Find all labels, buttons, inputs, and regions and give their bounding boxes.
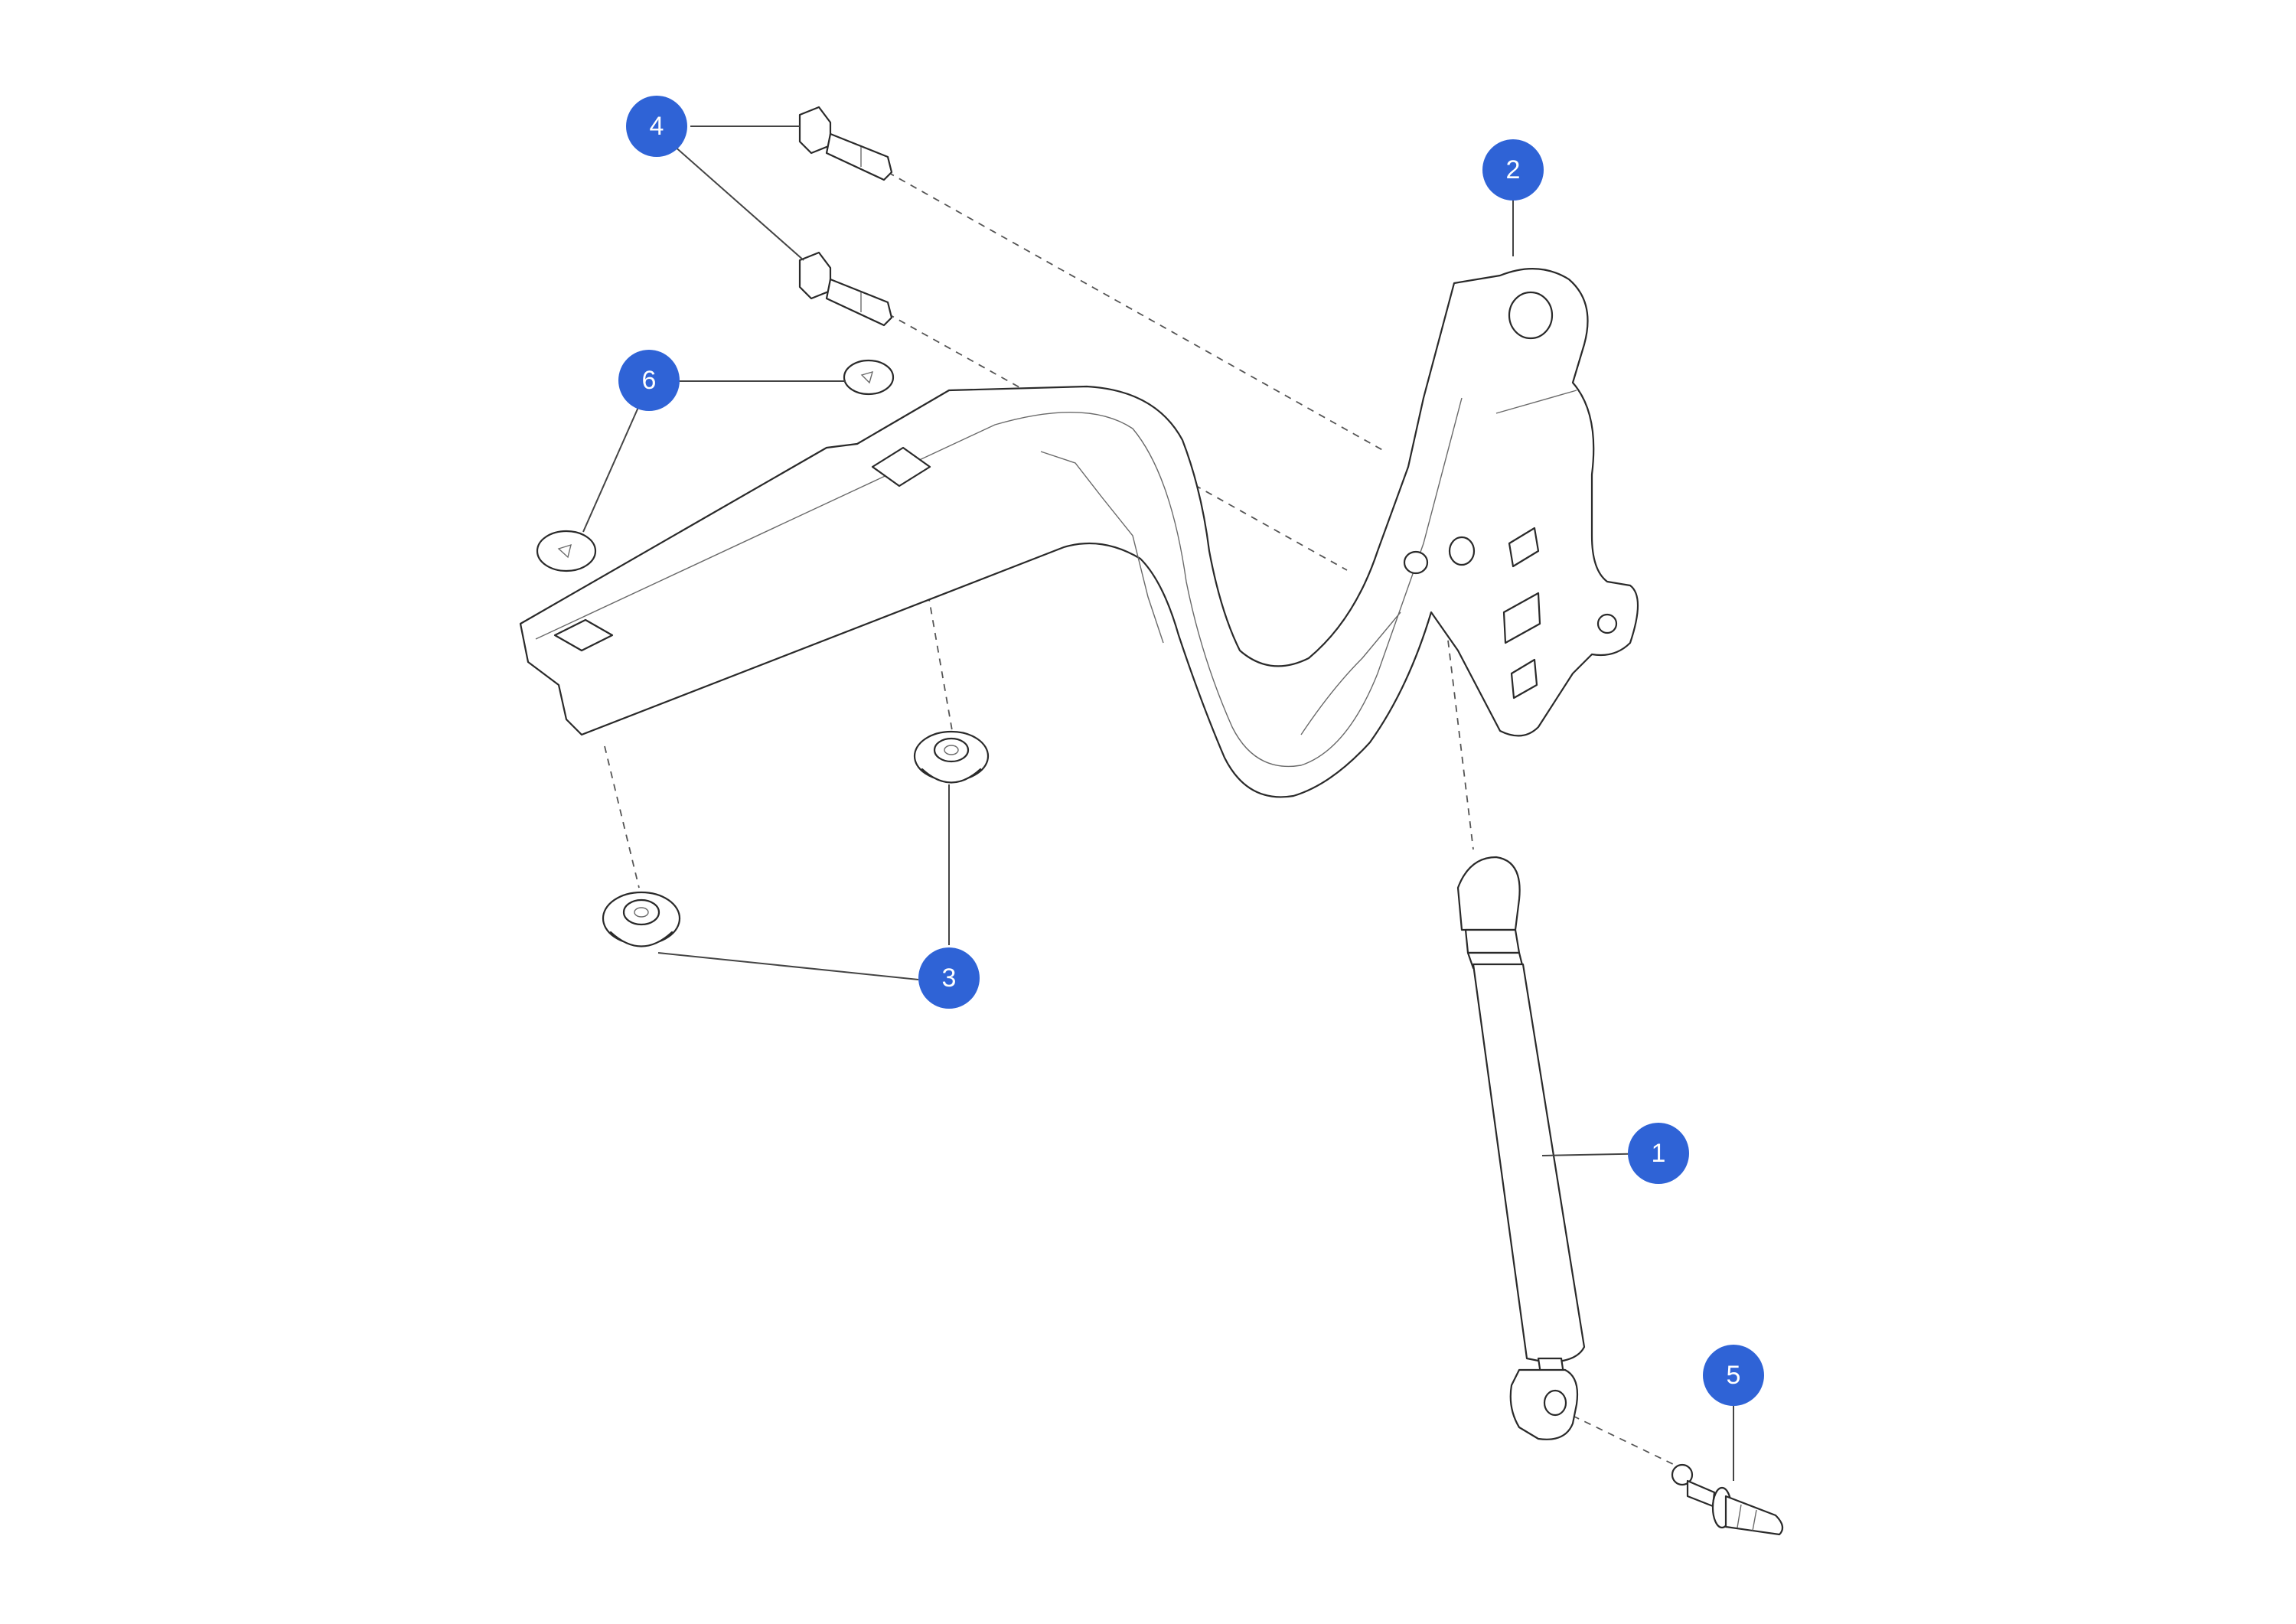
callout-5: 5 <box>1703 1345 1764 1406</box>
callout-5-label: 5 <box>1727 1361 1741 1390</box>
callout-4: 4 <box>626 96 687 157</box>
hinge-bracket <box>519 268 1639 798</box>
callout-1-label: 1 <box>1652 1139 1666 1168</box>
washer-upper <box>843 359 895 396</box>
leader-lines <box>582 126 1734 1481</box>
ball-stud <box>1671 1463 1784 1536</box>
grommet-upper <box>913 730 990 784</box>
callout-2-label: 2 <box>1506 155 1521 184</box>
callout-3: 3 <box>918 947 980 1009</box>
callout-4-label: 4 <box>650 112 664 141</box>
callout-6-label: 6 <box>642 366 657 395</box>
bolt-lower <box>798 251 893 327</box>
washer-lower <box>536 530 597 572</box>
callout-1: 1 <box>1628 1123 1689 1184</box>
bolt-upper <box>798 106 893 181</box>
gas-strut <box>1456 856 1586 1440</box>
callout-2: 2 <box>1482 139 1544 201</box>
callout-3-label: 3 <box>942 964 957 993</box>
callout-6: 6 <box>618 350 680 411</box>
grommet-lower <box>602 891 681 947</box>
